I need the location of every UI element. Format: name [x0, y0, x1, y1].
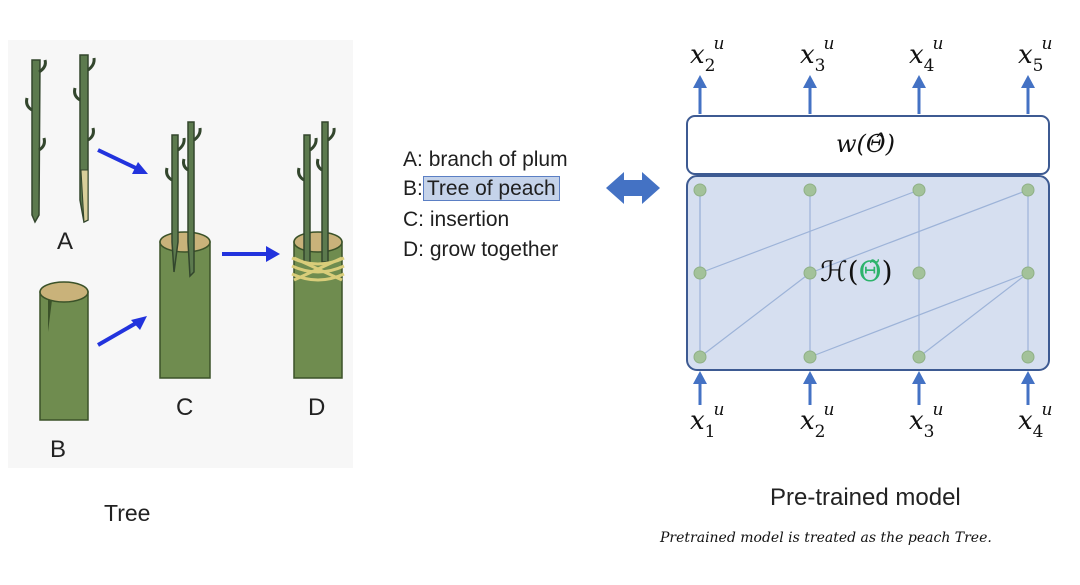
hidden-layer-box	[686, 175, 1050, 371]
legend-text: grow together	[429, 238, 559, 261]
rootstock-b	[39, 281, 89, 421]
legend-key: D:	[403, 238, 424, 261]
hidden-nodes	[693, 183, 1035, 364]
output-var-1: x2u	[690, 34, 725, 76]
label-a: A	[57, 228, 74, 255]
scion-a-right	[73, 54, 96, 224]
label-b: B	[50, 436, 67, 463]
arrow-c-to-d	[222, 246, 280, 262]
legend-key: C:	[403, 208, 424, 231]
binding-twine	[291, 256, 345, 282]
input-var-2: x2u	[800, 400, 835, 442]
legend-item-c: C: insertion	[403, 208, 509, 232]
output-var-2: x3u	[800, 34, 835, 76]
tree-caption: Tree	[104, 500, 151, 526]
legend-item-a: A: branch of plum	[403, 148, 568, 172]
legend-item-d: D: grow together	[403, 238, 558, 262]
input-arrows	[693, 371, 1035, 405]
label-c: C	[176, 394, 194, 421]
arrow-a-to-c	[97, 148, 148, 174]
scion-a-left	[25, 59, 47, 224]
legend-item-b: B:Tree of peach	[403, 176, 560, 201]
model-note: Pretrained model is treated as the peach…	[660, 530, 992, 546]
output-var-3: x4u	[909, 34, 944, 76]
double-arrow	[606, 172, 660, 204]
legend-text-highlighted: Tree of peach	[422, 176, 560, 201]
legend-key: B:	[403, 177, 423, 200]
input-var-4: x4u	[1018, 400, 1053, 442]
legend-key: A:	[403, 148, 423, 171]
graft-c	[159, 121, 211, 379]
output-var-4: x5u	[1018, 34, 1053, 76]
hidden-layer-label: ℋ(Θ̃)	[820, 255, 893, 288]
legend-text: insertion	[429, 208, 510, 231]
output-layer-label: w(Θ̂)	[836, 130, 895, 158]
graft-d	[291, 121, 345, 379]
arrow-b-to-c	[97, 316, 147, 347]
output-layer-box	[686, 115, 1050, 175]
model-caption: Pre-trained model	[770, 484, 961, 511]
hidden-connections	[699, 189, 1029, 358]
label-d: D	[308, 394, 326, 421]
legend-text: branch of plum	[428, 148, 568, 171]
output-arrows	[693, 75, 1035, 114]
input-var-1: x1u	[690, 400, 725, 442]
input-var-3: x3u	[909, 400, 944, 442]
